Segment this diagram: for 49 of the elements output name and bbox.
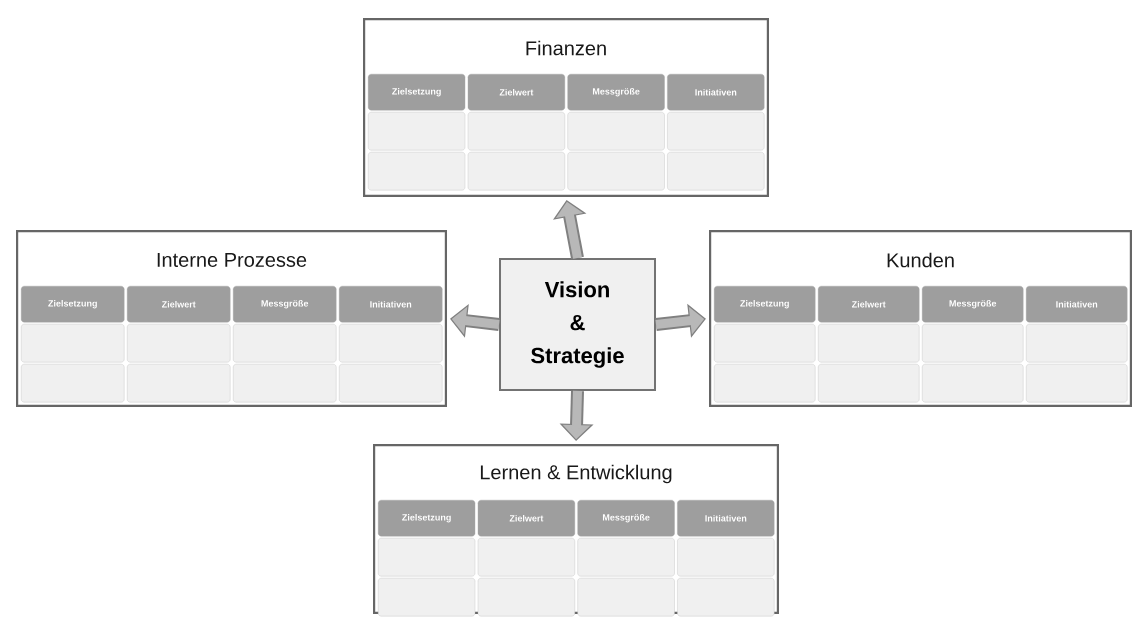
table-cell (467, 152, 565, 191)
header-cell: Messgröße (577, 500, 675, 537)
table-cell (477, 578, 575, 617)
table-cell (677, 578, 775, 617)
table-cell (667, 152, 765, 191)
table-cell (477, 537, 575, 577)
table-cell (467, 112, 565, 151)
table-cell (378, 578, 476, 617)
table-cell (567, 152, 665, 191)
header-cell: Zielsetzung (378, 500, 476, 537)
table-cell (127, 364, 231, 403)
table-cell (21, 364, 125, 403)
table-cell (577, 537, 675, 577)
header-cell: Zielwert (477, 500, 575, 537)
header-cell: Zielsetzung (21, 286, 125, 323)
table-cell (818, 324, 920, 363)
header-cell: Messgröße (233, 286, 337, 323)
header-cell: Initiativen (677, 500, 775, 537)
table-cell (1026, 364, 1128, 403)
header-cell: Initiativen (1026, 286, 1128, 323)
table-cell (127, 324, 231, 363)
table-cell (339, 324, 443, 363)
table-cell (368, 152, 466, 191)
table-cell (667, 112, 765, 151)
header-cell: Zielwert (127, 286, 231, 323)
table-cell (714, 324, 816, 363)
table-cell (233, 324, 337, 363)
table-cell (233, 364, 337, 403)
table-cell (677, 537, 775, 577)
header-cell: Zielwert (467, 74, 565, 111)
header-cell: Zielsetzung (714, 286, 816, 323)
table-cell (21, 324, 125, 363)
table-cell (577, 578, 675, 617)
table-cell (922, 364, 1024, 403)
header-cell: Zielsetzung (368, 74, 466, 111)
table-cell (567, 112, 665, 151)
header-cell: Initiativen (339, 286, 443, 323)
header-cell: Initiativen (667, 74, 765, 111)
table-cell (368, 112, 466, 151)
header-cell: Messgröße (922, 286, 1024, 323)
center-box: Vision & Strategie (499, 258, 656, 391)
table-cell (378, 537, 476, 577)
header-cell: Zielwert (818, 286, 920, 323)
table-cell (714, 364, 816, 403)
header-cell: Messgröße (567, 74, 665, 111)
table-cell (339, 364, 443, 403)
table-cell (922, 324, 1024, 363)
table-cell (1026, 324, 1128, 363)
table-cell (818, 364, 920, 403)
